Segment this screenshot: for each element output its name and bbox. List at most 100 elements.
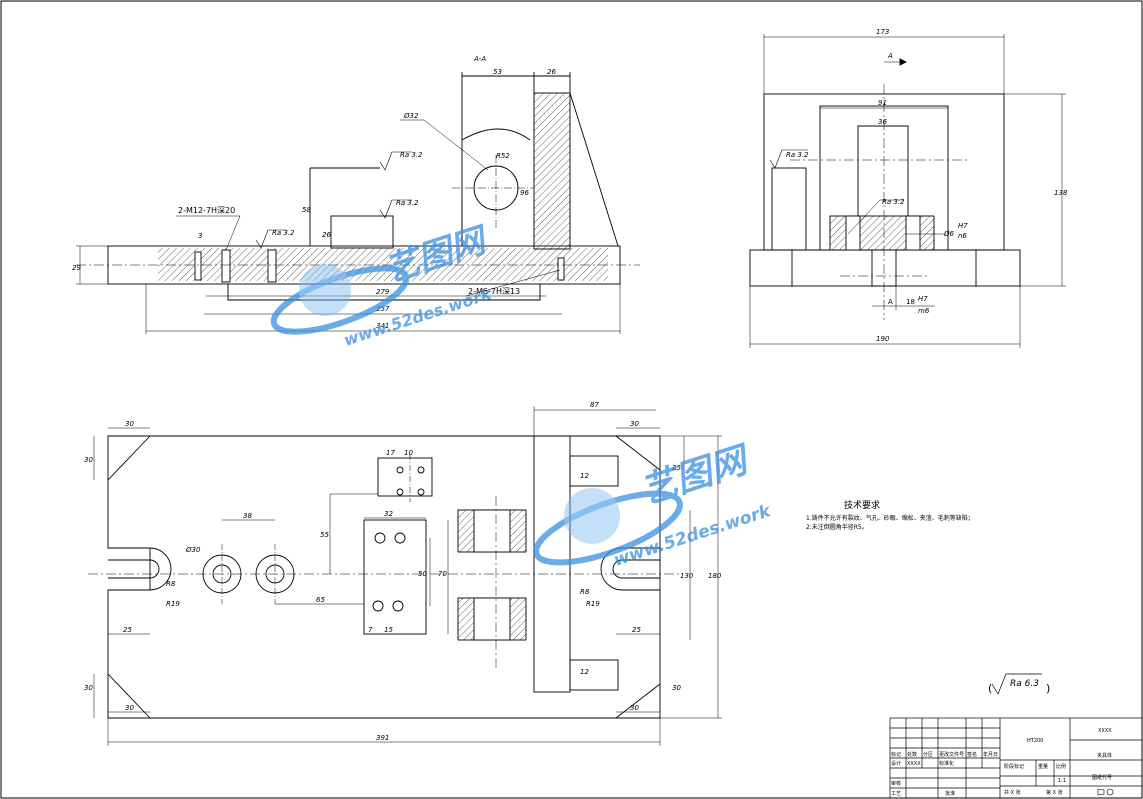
tb-mark: 标记 — [891, 751, 901, 758]
dim-15: 15 — [384, 626, 393, 634]
tb-std: 标准化 — [939, 760, 954, 767]
fit-n6-lower: n6 — [958, 232, 967, 240]
side-view — [749, 34, 1066, 348]
tech-title: 技术要求 — [844, 499, 880, 511]
dim-25-l: 25 — [123, 626, 132, 634]
section-view-aa — [76, 72, 640, 334]
title-block-text: HT200 XXXX 夹具体 图纸代号 标记 处数 分区 更改文件号 签名 年月… — [891, 728, 1112, 797]
dim-391: 391 — [376, 734, 389, 742]
dim-26-top: 26 — [547, 68, 556, 76]
watermark-brand-right: 艺图网 — [636, 439, 756, 513]
dim-38: 38 — [243, 512, 252, 520]
title-block — [889, 717, 1143, 799]
tb-material: HT200 — [1027, 738, 1043, 744]
dim-50: 50 — [418, 570, 427, 578]
tb-stage: 阶段标记 — [1004, 763, 1024, 770]
dim-279: 279 — [376, 288, 390, 296]
dim-341: 341 — [376, 322, 389, 330]
tb-date: 年月日 — [983, 751, 998, 758]
thread-callout-m12: 2-M12-7H深20 — [178, 206, 235, 215]
svg-text:(: ( — [988, 682, 992, 695]
dim-r19-l: R19 — [166, 600, 180, 608]
dim-17: 17 — [386, 449, 395, 457]
dim-87: 87 — [590, 401, 599, 409]
side-view-text: 173 A 91 36 138 190 Ra 3.2 Ra 3.2 Ø6 H7 … — [786, 28, 1068, 343]
dim-r19-r: R19 — [586, 600, 600, 608]
dim-30-left-top: 30 — [84, 456, 93, 464]
dim-173: 173 — [876, 28, 889, 36]
fit-a-letter: A — [888, 298, 893, 306]
tb-review: 审核 — [891, 780, 901, 787]
watermark-right: 艺图网 www.52des.work — [533, 439, 775, 571]
fit-h7-upper-2: H7 — [918, 295, 928, 303]
fit-m6-lower: m6 — [918, 307, 930, 315]
dim-26-pad: 26 — [322, 231, 331, 239]
roughness-c: Ra 3.2 — [272, 229, 295, 237]
side-roughness-a: Ra 3.2 — [786, 151, 809, 159]
dim-58: 58 — [302, 206, 311, 214]
tb-craft: 工艺 — [891, 791, 901, 797]
dim-29: 29 — [72, 264, 81, 272]
section-view-text: A-A 53 26 Ø32 R52 96 58 26 29 3 279 257 … — [72, 55, 556, 330]
tb-design: 设计 — [891, 760, 901, 767]
dim-10: 10 — [404, 449, 413, 457]
tb-sheet-no: 第 X 张 — [1046, 789, 1063, 796]
tech-line-2: 2.未注倒圆角半径R5。 — [806, 523, 868, 531]
dim-36: 36 — [878, 118, 887, 126]
dim-r8-r: R8 — [580, 588, 590, 596]
tb-drawing-no: 图纸代号 — [1092, 774, 1112, 781]
dim-30-tl: 30 — [125, 420, 134, 428]
dim-r52: R52 — [496, 152, 510, 160]
dim-7: 7 — [368, 626, 373, 634]
dim-30-bl: 30 — [125, 704, 134, 712]
tb-sheets-total: 共 X 张 — [1004, 789, 1021, 796]
general-roughness-value: Ra 6.3 — [1010, 679, 1039, 689]
dim-phi32: Ø32 — [403, 112, 419, 120]
tb-count: 处数 — [907, 751, 917, 758]
dim-32: 32 — [384, 510, 393, 518]
watermark-left: 艺图网 www.52des.work — [270, 219, 495, 350]
fit-18: 18 — [906, 298, 915, 306]
thread-callout-m6: 2-M6-7H深13 — [468, 287, 520, 296]
side-roughness-b: Ra 3.2 — [882, 198, 905, 206]
tb-weight: 重量 — [1038, 763, 1048, 770]
dim-53: 53 — [493, 68, 502, 76]
dim-70: 70 — [438, 570, 447, 578]
roughness-b: Ra 3.2 — [396, 199, 419, 207]
tb-design-name: XXXX — [907, 761, 921, 767]
dim-30-tr: 30 — [630, 420, 639, 428]
tb-part-name: 夹具体 — [1097, 752, 1112, 759]
dim-55: 55 — [320, 531, 329, 539]
dim-30-left-bot: 30 — [84, 684, 93, 692]
tech-line-1: 1.铸件不允许有裂纹、气孔、砂眼、缩松、夹渣、毛刺等缺陷； — [806, 514, 974, 522]
plan-view — [88, 406, 722, 746]
dim-257: 257 — [376, 305, 390, 313]
tb-scale: 1:1 — [1058, 778, 1066, 784]
tech-requirements: 技术要求 1.铸件不允许有裂纹、气孔、砂眼、缩松、夹渣、毛刺等缺陷； 2.未注倒… — [806, 499, 974, 531]
watermark-url-right: www.52des.work — [611, 501, 774, 571]
dim-180: 180 — [708, 572, 722, 580]
dim-12-b: 12 — [580, 668, 589, 676]
dim-25-r: 25 — [632, 626, 641, 634]
section-label: A-A — [473, 55, 486, 63]
tb-company: XXXX — [1098, 728, 1112, 734]
tb-zone: 分区 — [923, 751, 933, 758]
projection-symbol-icon — [1097, 788, 1114, 796]
tb-change: 更改文件号 — [939, 751, 964, 758]
roughness-a: Ra 3.2 — [400, 151, 423, 159]
dim-phi30: Ø30 — [185, 546, 201, 554]
dim-65: 65 — [316, 596, 325, 604]
dim-138: 138 — [1054, 189, 1068, 197]
dim-25-rt: 25 — [672, 464, 681, 472]
dim-30-br: 30 — [630, 704, 639, 712]
dim-3: 3 — [198, 232, 202, 240]
dim-12-a: 12 — [580, 472, 589, 480]
dim-r8-l: R8 — [166, 580, 176, 588]
fit-phi6: Ø6 — [943, 230, 955, 238]
dim-91: 91 — [878, 99, 887, 107]
dim-96: 96 — [520, 189, 529, 197]
svg-text:): ) — [1046, 682, 1050, 695]
tb-approve: 批准 — [945, 790, 955, 797]
tb-sign: 签名 — [967, 751, 977, 758]
